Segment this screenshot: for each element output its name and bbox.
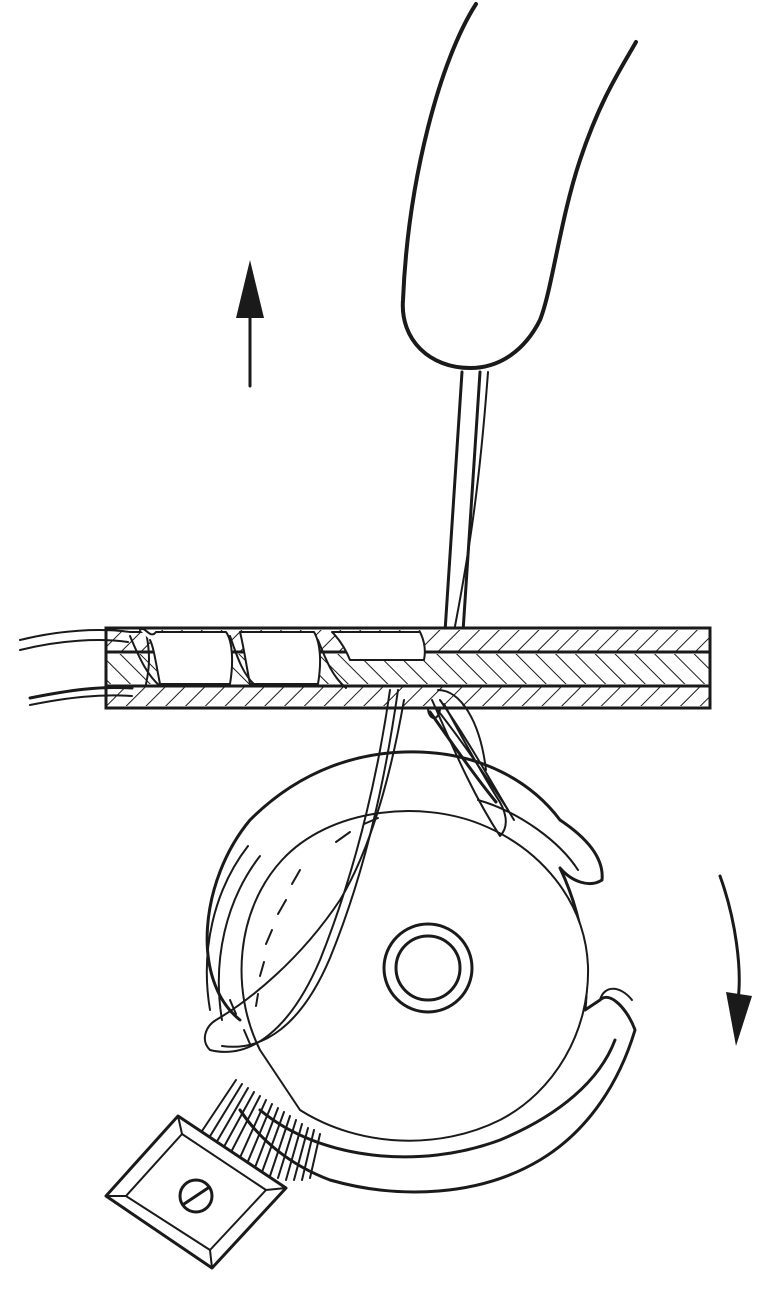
thread-loop [203,689,515,1053]
arrow-up-icon [236,260,264,388]
formed-stitches [19,627,426,706]
arrow-down-curved-icon [718,874,752,1046]
screw-block [104,1114,288,1270]
bobbin-center [382,922,474,1014]
tension-fibers [195,1079,321,1181]
needle-bar [400,2,638,370]
